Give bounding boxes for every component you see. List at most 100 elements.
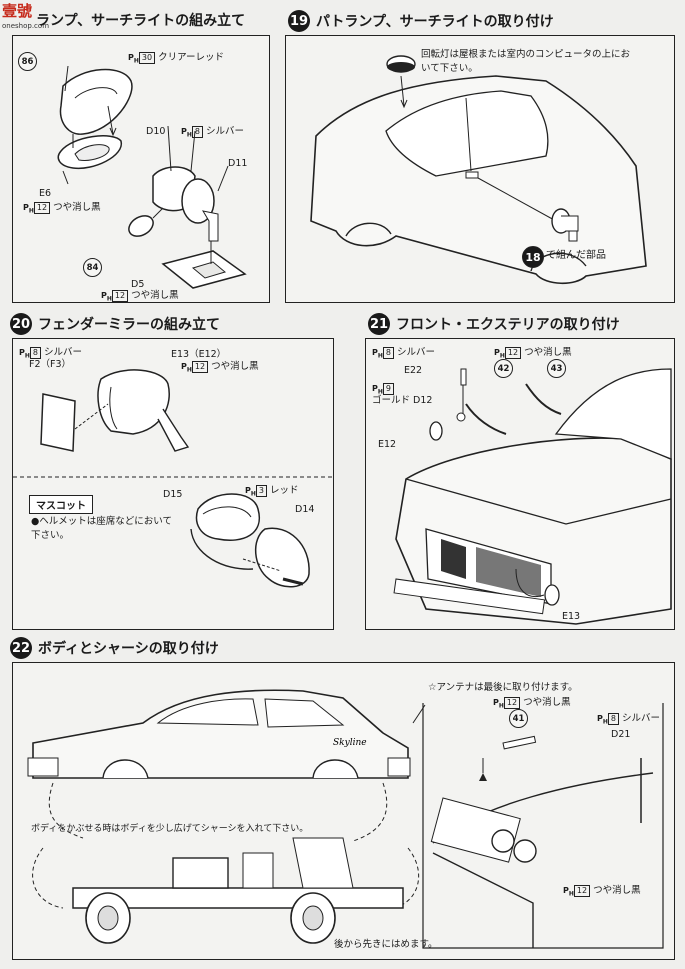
- step21-e13-label: E13: [562, 611, 581, 622]
- step22-matte2-text: つや消し黒: [593, 885, 641, 896]
- step19-title: パトランプ、サーチライトの取り付け: [316, 14, 554, 30]
- step18-e6-label: E6: [39, 188, 52, 199]
- watermark-logo: 壹號 oneshop.com: [2, 4, 49, 34]
- step18-part86-marker: 86: [18, 52, 37, 71]
- step21-title: フロント・エクステリアの取り付け: [396, 317, 620, 333]
- step19-panel: 回転灯は屋根または室内のコンピュータの上において下さい。 18 で組んだ部品: [285, 35, 675, 303]
- step20-matte-text: つや消し黒: [211, 361, 259, 372]
- step19-ref-number: 18: [525, 250, 541, 264]
- step21-part43-marker: 43: [547, 359, 566, 378]
- step21-car-front-drawing: [393, 368, 672, 625]
- step21-part42-label: 42: [497, 363, 510, 374]
- step20-silver-text: シルバー: [44, 347, 83, 358]
- step18-silver-code: 8: [191, 126, 203, 138]
- step20-drawing: [13, 369, 335, 588]
- step20-red-text: レッド: [270, 485, 299, 496]
- step22-body-note: ボディをかぶせる時はボディを少し広げてシャーシを入れて下さい。: [31, 824, 309, 834]
- step18-title: ランプ、サーチライトの組み立て: [36, 13, 246, 29]
- step18-drawing: [57, 65, 247, 289]
- step22-antenna-note: ☆アンテナは最後に取り付けます。: [428, 682, 578, 693]
- watermark-brand: 壹號: [2, 2, 33, 20]
- step21-gold-text: ゴールド: [372, 395, 411, 406]
- step18-part84-label: 84: [86, 262, 99, 273]
- watermark-url: oneshop.com: [2, 22, 50, 30]
- step22-matte-text: つや消し黒: [523, 697, 571, 708]
- step18-part84-marker: 84: [83, 258, 102, 277]
- step20-d15-label: D15: [163, 489, 183, 500]
- step20-silver-code: 8: [29, 347, 41, 359]
- step18-matte-black-text: つや消し黒: [53, 202, 101, 213]
- step20-d14-label: D14: [295, 504, 315, 515]
- step18-silver-text: シルバー: [206, 126, 245, 137]
- step18-d10-label: D10: [146, 126, 166, 137]
- step18-clear-red-code: 30: [138, 52, 156, 64]
- step21-silver-code: 8: [382, 347, 394, 359]
- step20-mascot-title: マスコット: [29, 495, 93, 514]
- step22-silver-text: シルバー: [622, 713, 661, 724]
- step18-matte-black-code: 12: [33, 202, 51, 214]
- step22-matte2-code: 12: [573, 885, 591, 897]
- step22-rear-note: 後から先きにはめます。: [334, 939, 438, 950]
- step22-d21-label: D21: [611, 729, 631, 740]
- step21-d12-text: D12: [413, 395, 433, 406]
- step22-silver-code: 8: [607, 713, 619, 725]
- step22-part41-marker: 41: [509, 709, 528, 728]
- svg-text:Skyline: Skyline: [333, 738, 367, 748]
- step21-e12-label: E12: [378, 439, 397, 450]
- step18-part86-label: 86: [21, 56, 34, 67]
- step21-matte-text: つや消し黒: [524, 347, 572, 358]
- step19-note: 回転灯は屋根または室内のコンピュータの上において下さい。: [421, 49, 631, 74]
- step22-number: 22: [10, 637, 32, 659]
- step21-e22-label: E22: [404, 365, 423, 376]
- step21-part43-label: 43: [550, 363, 563, 374]
- step18-heading: ランプ、サーチライトの組み立て: [36, 10, 245, 30]
- step18-d5-code: 12: [111, 290, 129, 302]
- step21-silver-text: シルバー: [397, 347, 436, 358]
- step18-clear-red-text: クリアーレッド: [158, 52, 225, 63]
- step19-number: 19: [288, 10, 310, 32]
- step21-number: 21: [368, 313, 390, 335]
- step20-title: フェンダーミラーの組み立て: [38, 317, 220, 333]
- step19-heading: 19 パトランプ、サーチライトの取り付け: [288, 10, 554, 32]
- step22-matte-code: 12: [503, 697, 521, 709]
- step22-part41-label: 41: [512, 713, 525, 724]
- step18-d5-paint-text: つや消し黒: [131, 290, 179, 301]
- step21-matte-code: 12: [504, 347, 522, 359]
- step20-red-code: 3: [255, 485, 267, 497]
- step20-mascot-note: ●ヘルメットは座席などにおいて下さい。: [31, 516, 173, 541]
- step21-heading: 21 フロント・エクステリアの取り付け: [368, 313, 620, 335]
- step22-heading: 22 ボディとシャーシの取り付け: [10, 637, 219, 659]
- step22-title: ボディとシャーシの取り付け: [38, 641, 219, 657]
- step18-d11-label: D11: [228, 158, 248, 169]
- step19-ref-text: で組んだ部品: [546, 250, 606, 261]
- step20-matte-code: 12: [191, 361, 209, 373]
- step22-drawing: Skyline: [27, 689, 664, 949]
- step20-number: 20: [10, 313, 32, 335]
- step18-d5-label: D5: [131, 279, 145, 290]
- step19-car-drawing: [310, 55, 647, 285]
- step21-gold-code: 9: [382, 383, 394, 395]
- step20-heading: 20 フェンダーミラーの組み立て: [10, 313, 220, 335]
- step19-ref-marker: 18: [522, 246, 544, 268]
- step20-e13-label: E13（E12）: [171, 349, 227, 360]
- step21-part42-marker: 42: [494, 359, 513, 378]
- step20-f2-label: F2（F3）: [29, 359, 72, 370]
- step21-gold-label: ゴールド D12: [372, 395, 432, 406]
